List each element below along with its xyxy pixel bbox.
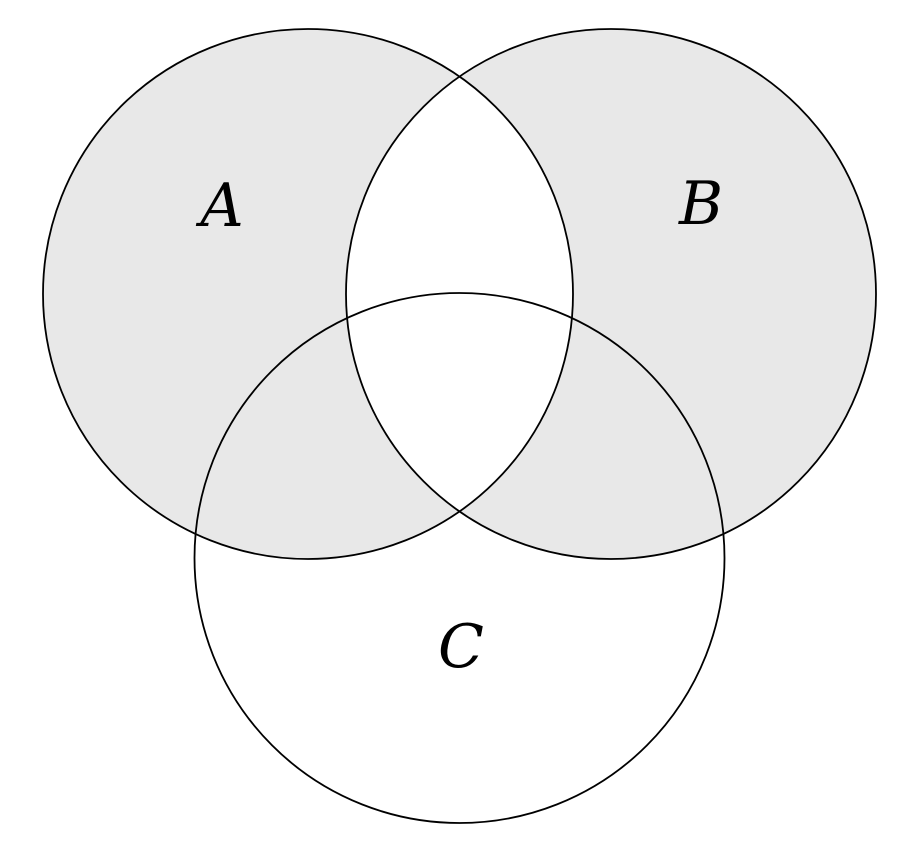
set-label-b: B (678, 169, 723, 239)
circle-b-outline (345, 28, 877, 560)
set-label-c: C (438, 612, 484, 682)
circle-c-outline (193, 292, 726, 824)
set-label-a: A (195, 171, 243, 241)
shaded-region-a-xor-b (43, 29, 876, 559)
circle-a-outline (42, 28, 574, 560)
